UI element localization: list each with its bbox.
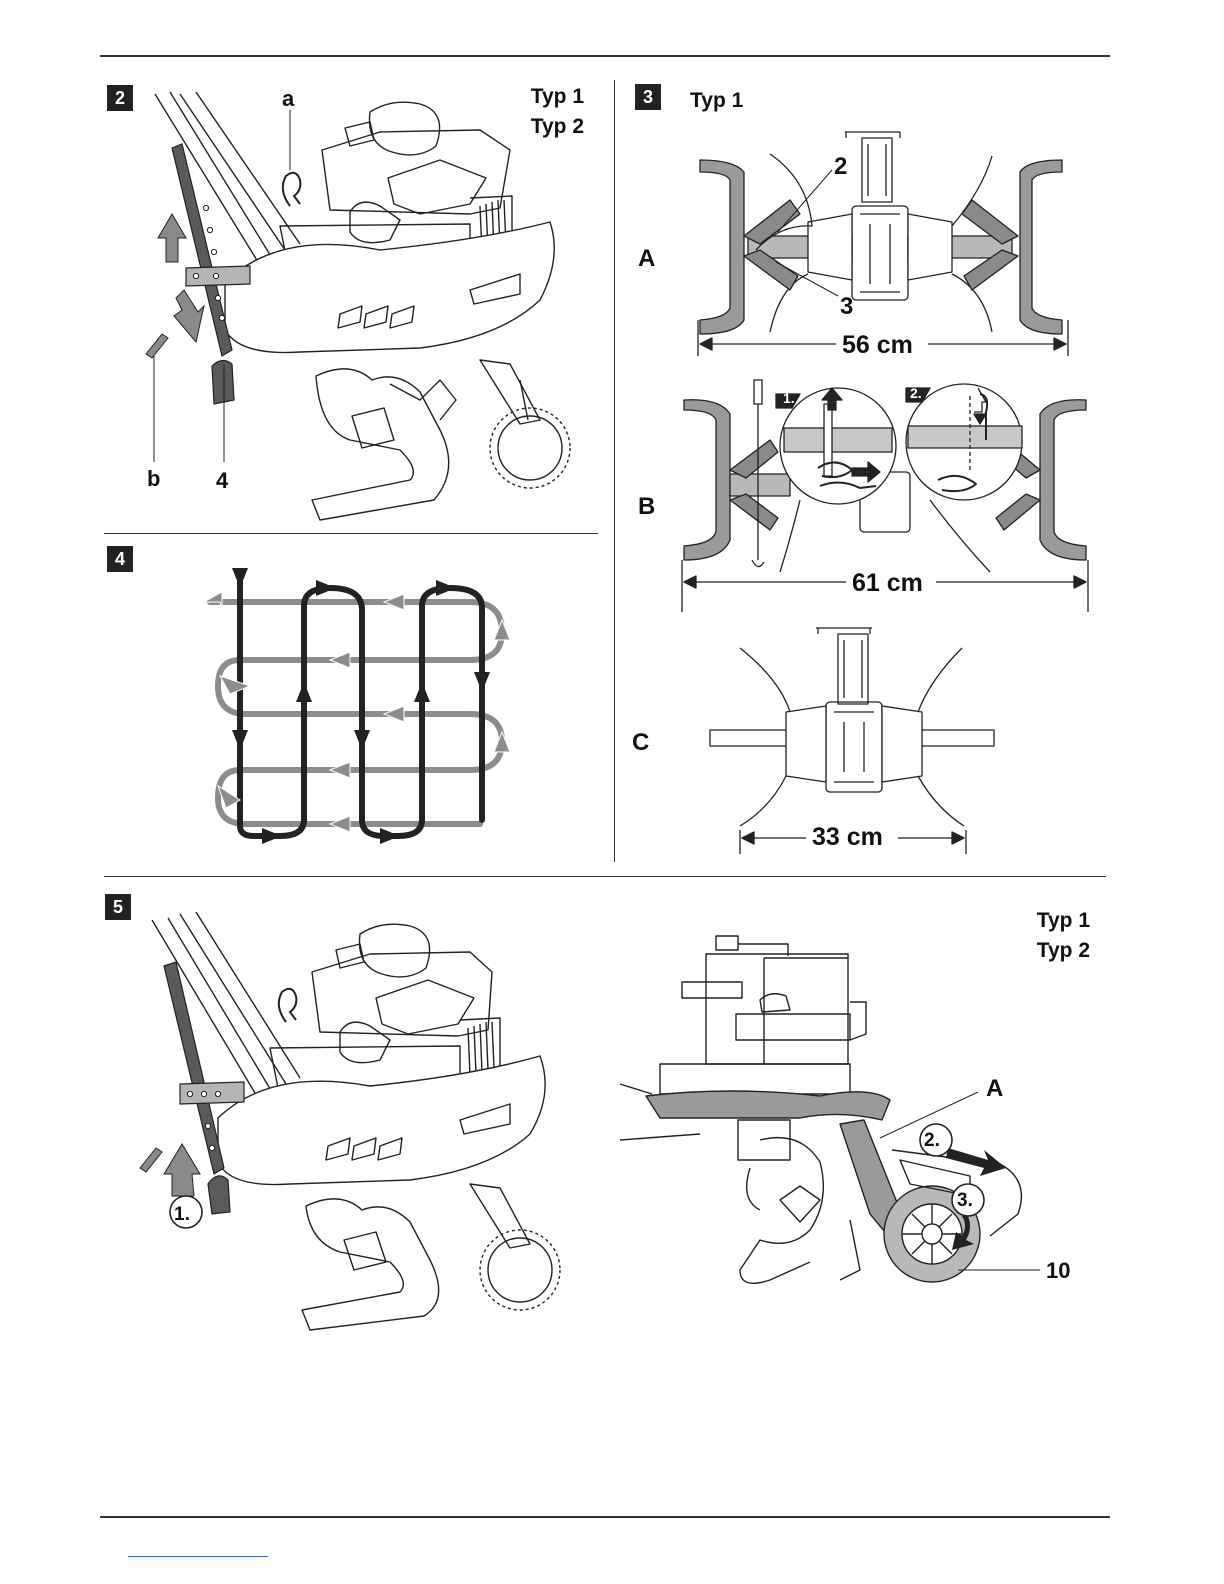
footer-link-line bbox=[128, 1556, 268, 1557]
step-1-circle-label: 1. bbox=[174, 1204, 190, 1225]
figure-5-drawing: 1. bbox=[0, 0, 1224, 1340]
bottom-rule bbox=[100, 1516, 1110, 1518]
step-2-circle-label: 2. bbox=[924, 1128, 940, 1154]
step-3-circle-label: 3. bbox=[957, 1188, 973, 1214]
